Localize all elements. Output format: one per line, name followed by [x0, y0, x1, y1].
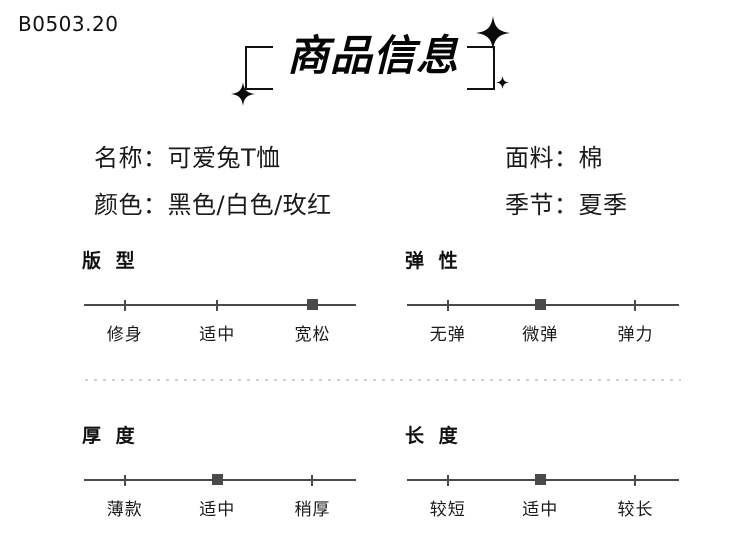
meter-elasticity-title: 弹 性: [405, 250, 462, 272]
meter-elasticity-track[interactable]: [407, 299, 679, 311]
meter-elasticity-knob[interactable]: [535, 299, 547, 310]
title-banner: 商品信息: [228, 10, 518, 110]
meter-fit-option-2[interactable]: 宽松: [294, 325, 331, 345]
meter-fit-tick-1: [216, 300, 219, 311]
meter-length-option-0[interactable]: 较短: [429, 500, 466, 520]
spec-fabric: 面料：棉: [505, 144, 603, 172]
product-code: B0503.20: [18, 12, 119, 36]
meter-fit-option-1[interactable]: 适中: [199, 325, 236, 345]
meter-elasticity-labels: 无弹 微弹 弹力: [407, 323, 679, 349]
meter-thickness-option-1[interactable]: 适中: [199, 500, 236, 520]
meter-elasticity-tick-2: [634, 300, 637, 311]
meter-elasticity-option-0[interactable]: 无弹: [429, 325, 466, 345]
meter-thickness-title: 厚 度: [82, 425, 139, 447]
meter-length-labels: 较短 适中 较长: [407, 498, 679, 524]
meter-fit-option-0[interactable]: 修身: [106, 325, 143, 345]
meter-thickness-tick-2: [311, 475, 314, 486]
meter-thickness-track[interactable]: [84, 474, 356, 486]
meter-thickness-knob[interactable]: [212, 474, 224, 485]
meter-fit-knob[interactable]: [307, 299, 319, 310]
meter-length-track[interactable]: [407, 474, 679, 486]
meter-fit-track[interactable]: [84, 299, 356, 311]
page-title: 商品信息: [286, 31, 459, 80]
meter-elasticity-tick-0: [446, 300, 449, 311]
meter-elasticity-option-1[interactable]: 微弹: [522, 325, 559, 345]
meter-thickness-option-2[interactable]: 稍厚: [294, 500, 331, 520]
meter-length-option-1[interactable]: 适中: [522, 500, 559, 520]
banner-frame: [245, 44, 495, 92]
meter-length-title: 长 度: [405, 425, 462, 447]
meter-elasticity: 弹 性 无弹 微弹 弹力: [393, 246, 693, 349]
meter-thickness-tick-0: [123, 475, 126, 486]
meter-elasticity-option-2[interactable]: 弹力: [617, 325, 654, 345]
meter-fit-labels: 修身 适中 宽松: [84, 323, 356, 349]
meter-fit: 版 型 修身 适中 宽松: [70, 246, 370, 349]
section-divider: [85, 379, 681, 381]
meter-thickness: 厚 度 薄款 适中 稍厚: [70, 421, 370, 524]
meter-length-tick-2: [634, 475, 637, 486]
meter-length: 长 度 较短 适中 较长: [393, 421, 693, 524]
meter-thickness-option-0[interactable]: 薄款: [106, 500, 143, 520]
spec-color: 颜色：黑色/白色/玫红: [94, 191, 332, 219]
spec-season: 季节：夏季: [505, 191, 628, 219]
meter-fit-line: [84, 304, 356, 306]
meter-length-tick-0: [446, 475, 449, 486]
meter-length-option-2[interactable]: 较长: [617, 500, 654, 520]
meter-length-knob[interactable]: [535, 474, 547, 485]
meter-thickness-labels: 薄款 适中 稍厚: [84, 498, 356, 524]
meter-fit-tick-0: [123, 300, 126, 311]
meter-fit-title: 版 型: [82, 250, 139, 272]
spec-name: 名称：可爱兔T恤: [94, 144, 281, 172]
